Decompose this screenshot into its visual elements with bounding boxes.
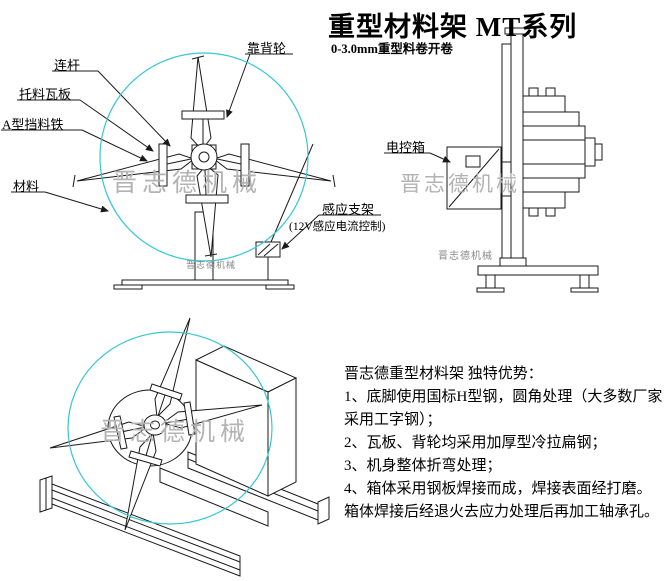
- advantage-item: 4、箱体采用钢板焊接而成，焊接表面经打磨。箱体焊接后经退火去应力处理后再加工轴承…: [344, 481, 660, 520]
- page-subtitle: 0-3.0mm重型料卷开卷: [331, 42, 453, 56]
- front-support-plates: [158, 110, 250, 204]
- label-sensor-note: (12V感应电流控制): [289, 221, 386, 233]
- advantage-item: 2、瓦板、背轮均采用加厚型冷拉扁钢；: [344, 435, 607, 451]
- advantage-item: 3、机身整体折弯处理；: [344, 458, 502, 474]
- front-view-drawing: [1, 52, 381, 290]
- iso-body: [159, 345, 298, 527]
- side-view-drawing: [384, 27, 603, 293]
- label-connecting-rod: 连杆: [54, 58, 81, 73]
- front-coil-circle: [99, 52, 309, 262]
- side-leader-lines: [384, 152, 451, 163]
- control-box: [446, 146, 511, 210]
- iso-coil-circle: [67, 331, 273, 525]
- front-base-brand-text: 晋志德机械: [186, 260, 237, 270]
- label-material: 材料: [13, 179, 40, 194]
- watermark-side: 晋志德机械: [400, 172, 520, 196]
- sensor-bracket: [255, 143, 314, 280]
- label-a-type-stop: A型挡料铁: [2, 117, 64, 132]
- side-body-brand-text: 晋志德机械: [438, 251, 493, 262]
- side-bearing-assembly: [522, 87, 603, 217]
- page-title: 重型材料架 MT系列: [328, 12, 578, 42]
- front-leader-lines: [1, 53, 381, 250]
- front-hub: [190, 143, 218, 171]
- advantage-item: 1、底脚使用国标H型钢，圆角处理（大多数厂家采用工字钢）；: [344, 389, 663, 428]
- iso-view-drawing: [39, 317, 330, 577]
- label-sensor-bracket: 感应支架: [322, 202, 375, 217]
- side-base: [476, 257, 599, 293]
- watermark-iso: 晋志德机械: [100, 419, 251, 446]
- label-back-wheel: 靠背轮: [247, 41, 287, 56]
- advantages-heading: 晋志德重型材料架 独特优势：: [344, 366, 543, 382]
- watermark-front: 晋志德机械: [112, 170, 263, 197]
- iso-star-blades: [49, 317, 263, 531]
- advantages-block: 晋志德重型材料架 独特优势： 1、底脚使用国标H型钢，圆角处理（大多数厂家采用工…: [344, 363, 666, 524]
- label-control-box: 电控箱: [386, 140, 426, 155]
- label-support-plate: 托料瓦板: [19, 87, 72, 102]
